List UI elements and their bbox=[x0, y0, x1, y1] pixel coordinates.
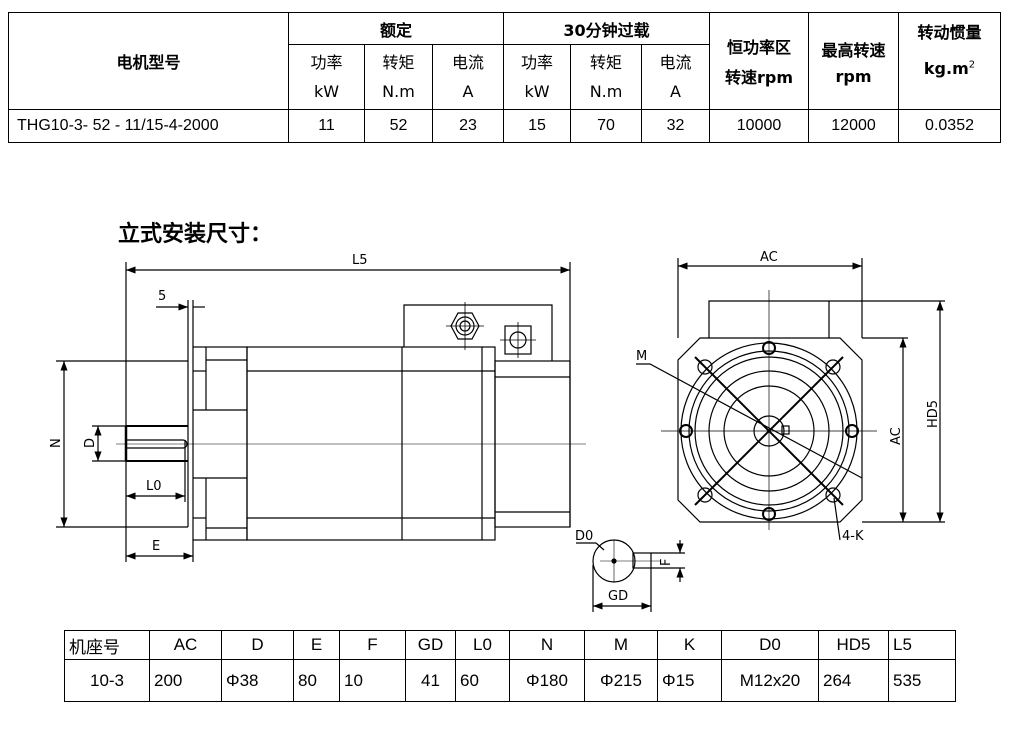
header-cell: M bbox=[584, 630, 658, 660]
mounting-dimensions-table: 机座号 AC D E F GD L0 N M K D0 HD5 L5 10-3 … bbox=[64, 630, 956, 702]
sub-header-unit: N.m bbox=[382, 82, 415, 101]
header-cell: D bbox=[221, 630, 294, 660]
end-view bbox=[636, 258, 945, 541]
sub-header-unit: kW bbox=[313, 82, 340, 101]
table-cell: Φ180 bbox=[509, 659, 585, 702]
sub-header: 功率 kW bbox=[288, 44, 365, 110]
label-m: M bbox=[636, 349, 647, 364]
section-title: 立式安装尺寸： bbox=[118, 222, 273, 247]
header-line: rpm bbox=[835, 66, 872, 86]
sub-header-unit: kW bbox=[524, 82, 550, 101]
sub-header-name: 功率 bbox=[521, 53, 554, 72]
header-line: 最高转速 bbox=[821, 40, 886, 60]
table-cell: Φ15 bbox=[657, 659, 722, 702]
sub-header-name: 转矩 bbox=[590, 53, 623, 72]
inertia-header: 转动惯量 kg.m2 bbox=[898, 12, 1002, 110]
table-cell: 535 bbox=[888, 659, 956, 702]
label-n: N bbox=[49, 438, 64, 448]
table-cell: 32 bbox=[641, 109, 711, 143]
header-cell: 机座号 bbox=[64, 630, 150, 660]
shaft-section-view bbox=[576, 539, 685, 612]
table-cell: 52 bbox=[364, 109, 433, 143]
table-cell: 15 bbox=[503, 109, 572, 143]
label-ac-top: AC bbox=[760, 250, 778, 265]
label-4-k: 4-K bbox=[842, 529, 864, 544]
label-l5: L5 bbox=[352, 253, 368, 268]
table-cell: 264 bbox=[818, 659, 889, 702]
sub-header: 转矩 N.m bbox=[570, 44, 643, 110]
sub-header-name: 电流 bbox=[659, 53, 692, 72]
sub-header-name: 电流 bbox=[452, 53, 485, 72]
table-cell: 60 bbox=[455, 659, 510, 702]
shaft bbox=[126, 439, 188, 449]
model-header: 电机型号 bbox=[8, 12, 289, 110]
header-cell: D0 bbox=[721, 630, 819, 660]
header-cell: AC bbox=[149, 630, 222, 660]
header-cell: K bbox=[657, 630, 722, 660]
rated-header: 额定 bbox=[287, 12, 505, 45]
label-f: F bbox=[659, 559, 674, 566]
label-ac-side: AC bbox=[889, 427, 904, 445]
label-d0: D0 bbox=[575, 529, 593, 544]
header-cell: HD5 bbox=[818, 630, 889, 660]
sub-header-name: 转矩 bbox=[382, 53, 415, 72]
table-cell: 41 bbox=[405, 659, 456, 702]
table-cell: 10 bbox=[339, 659, 406, 702]
table-cell: 10-3 bbox=[64, 659, 150, 702]
sub-header: 电流 A bbox=[431, 44, 505, 110]
table-cell: 80 bbox=[293, 659, 340, 702]
table-cell: 0.0352 bbox=[898, 109, 1002, 143]
table-cell: 200 bbox=[149, 659, 222, 702]
table-cell: 11 bbox=[288, 109, 365, 143]
table-cell: 10000 bbox=[709, 109, 810, 143]
label-gd: GD bbox=[608, 589, 628, 604]
const-power-header: 恒功率区转速rpm bbox=[709, 12, 810, 110]
label-l0: L0 bbox=[146, 479, 162, 494]
model-cell: THG10-3- 52 - 11/15-4-2000 bbox=[8, 109, 289, 143]
table-cell: 70 bbox=[570, 109, 643, 143]
table-cell: Φ215 bbox=[584, 659, 658, 702]
header-cell: F bbox=[339, 630, 406, 660]
table-cell: M12x20 bbox=[721, 659, 819, 702]
sub-header-name: 功率 bbox=[310, 53, 343, 72]
sub-header-unit: A bbox=[462, 82, 474, 101]
sub-header-unit: N.m bbox=[589, 82, 623, 101]
sub-header: 电流 A bbox=[641, 44, 711, 110]
side-view bbox=[56, 262, 586, 562]
header-cell: L5 bbox=[888, 630, 956, 660]
header-line: 转动惯量 bbox=[917, 23, 982, 42]
label-d: D bbox=[83, 438, 98, 448]
superscript: 2 bbox=[968, 59, 976, 71]
label-e: E bbox=[152, 539, 160, 554]
header-cell: N bbox=[509, 630, 585, 660]
header-line: 转速rpm bbox=[725, 68, 794, 87]
header-cell: E bbox=[293, 630, 340, 660]
label-hd5: HD5 bbox=[926, 400, 941, 428]
label-5: 5 bbox=[158, 289, 166, 304]
header-cell: GD bbox=[405, 630, 456, 660]
sub-header-unit: A bbox=[670, 82, 681, 101]
table-cell: 12000 bbox=[808, 109, 900, 143]
table-cell: 23 bbox=[431, 109, 505, 143]
header-line: 恒功率区 bbox=[727, 38, 792, 57]
table-cell: Φ38 bbox=[221, 659, 294, 702]
sub-header: 功率 kW bbox=[503, 44, 572, 110]
header-cell: L0 bbox=[455, 630, 510, 660]
header-line: kg.m bbox=[923, 59, 969, 78]
